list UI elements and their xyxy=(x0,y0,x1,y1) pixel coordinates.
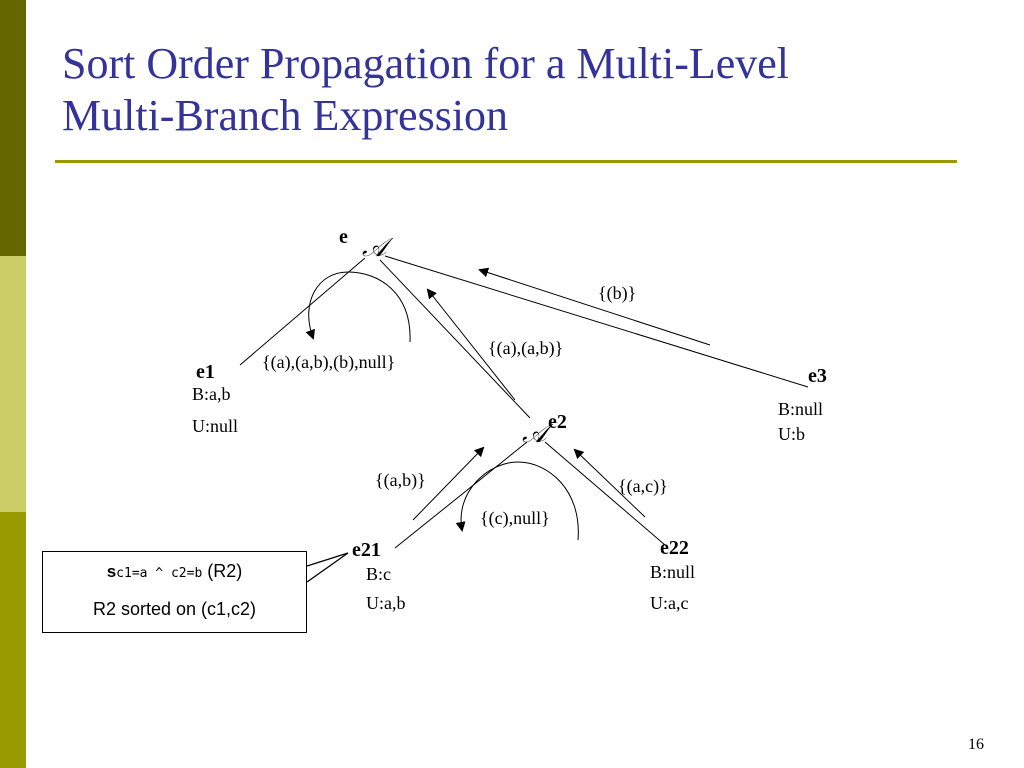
e21-b-set: B:c xyxy=(366,564,391,584)
callout-pointer-lower xyxy=(306,552,349,583)
node-label-e1: e1 xyxy=(196,361,215,383)
title-underline xyxy=(55,160,957,163)
sidebar-decoration xyxy=(0,0,26,768)
e21-u-set: U:a,b xyxy=(366,593,406,613)
node-label-e22: e22 xyxy=(660,537,689,559)
edge-e2-e21 xyxy=(394,441,528,549)
edge-e-e2 xyxy=(379,259,531,419)
selection-callout: sc1=a ^ c2=b (R2) R2 sorted on (c1,c2) xyxy=(42,551,307,633)
edge-label-e21-to-e2: {(a,b)} xyxy=(375,470,426,491)
node-label-e21: e21 xyxy=(352,539,381,561)
slide-title-line-1: Sort Order Propagation for a Multi-Level xyxy=(62,39,790,88)
edge-label-e-self: {(a),(a,b),(b),null} xyxy=(262,352,395,373)
callout-pointer xyxy=(306,552,349,583)
propagation-arrows xyxy=(305,267,711,541)
e1-b-set: B:a,b xyxy=(192,384,231,404)
callout-pointer-upper xyxy=(306,552,349,567)
selection-relation: (R2) xyxy=(207,561,243,581)
e3-u-set: U:b xyxy=(778,424,805,444)
self-loop-arrow-e xyxy=(305,271,411,343)
edge-label-e2-to-e: {(a),(a,b)} xyxy=(488,338,563,359)
sidebar-block-olive xyxy=(0,512,26,768)
tree-edges xyxy=(239,255,809,549)
arrow-e2-to-e xyxy=(426,288,516,401)
e3-b-set: B:null xyxy=(778,399,823,419)
e22-u-set: U:a,c xyxy=(650,593,688,613)
sidebar-block-dark xyxy=(0,0,26,256)
edge-e-e1 xyxy=(239,257,366,366)
arrow-e21-to-e2 xyxy=(412,446,485,521)
e22-b-set: B:null xyxy=(650,562,695,582)
edge-label-e22-to-e2: {(a,c)} xyxy=(618,476,668,497)
edge-e-e3 xyxy=(384,255,809,388)
callout-selection-line: sc1=a ^ c2=b (R2) xyxy=(43,561,306,582)
page-number: 16 xyxy=(968,736,984,753)
edge-label-e3-to-e: {(b)} xyxy=(598,283,636,304)
self-loop-arrow-e2 xyxy=(455,461,579,541)
edge-label-e2-self: {(c),null} xyxy=(480,508,550,529)
edge-e2-e22 xyxy=(544,441,666,546)
slide-title-line-2: Multi-Branch Expression xyxy=(62,91,509,140)
e1-u-set: U:null xyxy=(192,416,238,436)
selection-symbol: s xyxy=(106,562,117,581)
slide-title: Sort Order Propagation for a Multi-Level… xyxy=(62,38,962,142)
selection-predicate: c1=a ^ c2=b xyxy=(116,566,203,581)
node-label-e3: e3 xyxy=(808,365,827,387)
node-label-e2: e2 xyxy=(548,411,567,433)
arrow-e3-to-e xyxy=(478,267,711,346)
callout-sort-note: R2 sorted on (c1,c2) xyxy=(92,599,257,619)
arrow-e22-to-e2 xyxy=(573,448,646,518)
node-label-e: e xyxy=(339,226,348,248)
sidebar-block-light xyxy=(0,256,26,512)
